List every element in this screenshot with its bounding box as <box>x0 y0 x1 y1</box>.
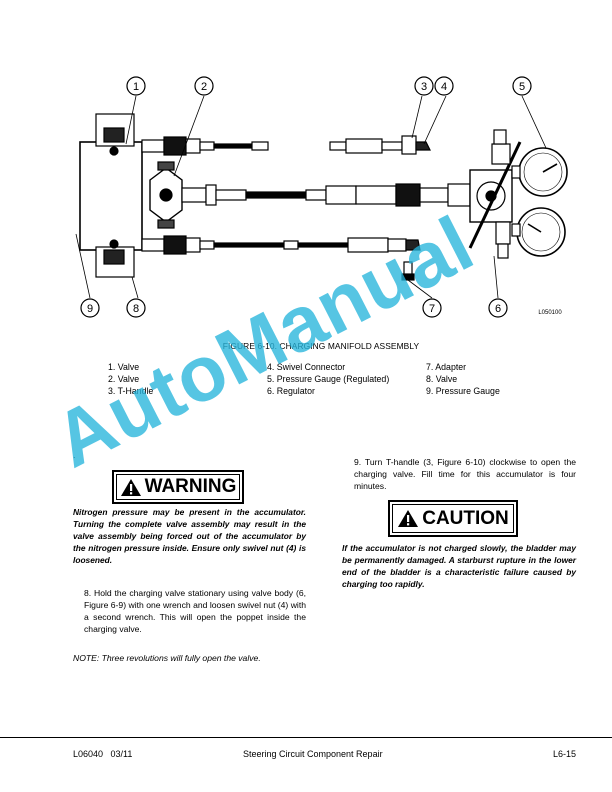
footer-section-title: Steering Circuit Component Repair <box>243 749 383 759</box>
svg-text:9: 9 <box>87 303 93 315</box>
figure-caption: FIGURE 6-10. CHARGING MANIFOLD ASSEMBLY <box>222 341 420 351</box>
legend-item: 9. Pressure Gauge <box>426 386 500 396</box>
legend-column-2: 4. Swivel Connector 5. Pressure Gauge (R… <box>267 361 389 397</box>
warning-text: Nitrogen pressure may be present in the … <box>73 507 306 565</box>
callout-2: 2 <box>194 76 214 96</box>
legend-item: 8. Valve <box>426 374 458 384</box>
caution-label: CAUTION <box>422 507 509 529</box>
callout-3: 3 <box>414 76 434 96</box>
warning-label: WARNING <box>144 476 237 497</box>
caution-triangle-icon <box>398 510 419 527</box>
callout-4: 4 <box>434 76 454 96</box>
callout-7: 7 <box>422 298 442 318</box>
svg-text:3: 3 <box>421 81 427 93</box>
warning-triangle-icon <box>120 478 141 496</box>
svg-text:6: 6 <box>495 303 501 315</box>
callout-9: 9 <box>80 298 100 318</box>
figure-code: L050100 <box>538 310 562 316</box>
legend-item: 7. Adapter <box>426 362 467 372</box>
svg-text:1: 1 <box>133 81 139 93</box>
callout-6: 6 <box>488 298 508 318</box>
caution-text: If the accumulator is not charged slowly… <box>342 543 576 589</box>
step-9: 9. Turn T-handle (3, Figure 6-10) clockw… <box>354 457 576 491</box>
footer-page-number: L6-15 <box>553 749 577 759</box>
legend-item: 1. Valve <box>108 362 140 372</box>
svg-text:5: 5 <box>519 81 525 93</box>
legend-item: 2. Valve <box>108 374 140 384</box>
note: NOTE: Three revolutions will fully open … <box>73 653 261 663</box>
warning-badge: WARNING <box>112 470 244 504</box>
step-8: 8. Hold the charging valve stationary us… <box>84 588 306 634</box>
stray-mark: . <box>73 450 76 460</box>
footer-doc-code: L06040 03/11 <box>73 749 133 759</box>
footer-divider <box>0 737 612 738</box>
caution-badge: CAUTION <box>388 500 518 537</box>
callout-1: 1 <box>126 76 146 96</box>
legend-item: 4. Swivel Connector <box>267 362 346 372</box>
manifold-block <box>79 141 143 251</box>
legend-item: 5. Pressure Gauge (Regulated) <box>267 374 390 384</box>
svg-text:8: 8 <box>133 303 139 315</box>
legend-column-3: 7. Adapter 8. Valve 9. Pressure Gauge <box>426 361 500 397</box>
legend-item: 3. T-Handle <box>108 386 154 396</box>
callout-5: 5 <box>512 76 532 96</box>
legend-column-1: 1. Valve 2. Valve 3. T-Handle <box>108 361 153 397</box>
charging-manifold-figure: 1 2 3 4 5 6 7 8 9 L050100 <box>75 76 568 318</box>
svg-text:2: 2 <box>201 81 207 93</box>
svg-text:4: 4 <box>441 81 447 93</box>
svg-text:7: 7 <box>429 303 435 315</box>
legend-item: 6. Regulator <box>267 386 315 396</box>
callout-8: 8 <box>126 298 146 318</box>
